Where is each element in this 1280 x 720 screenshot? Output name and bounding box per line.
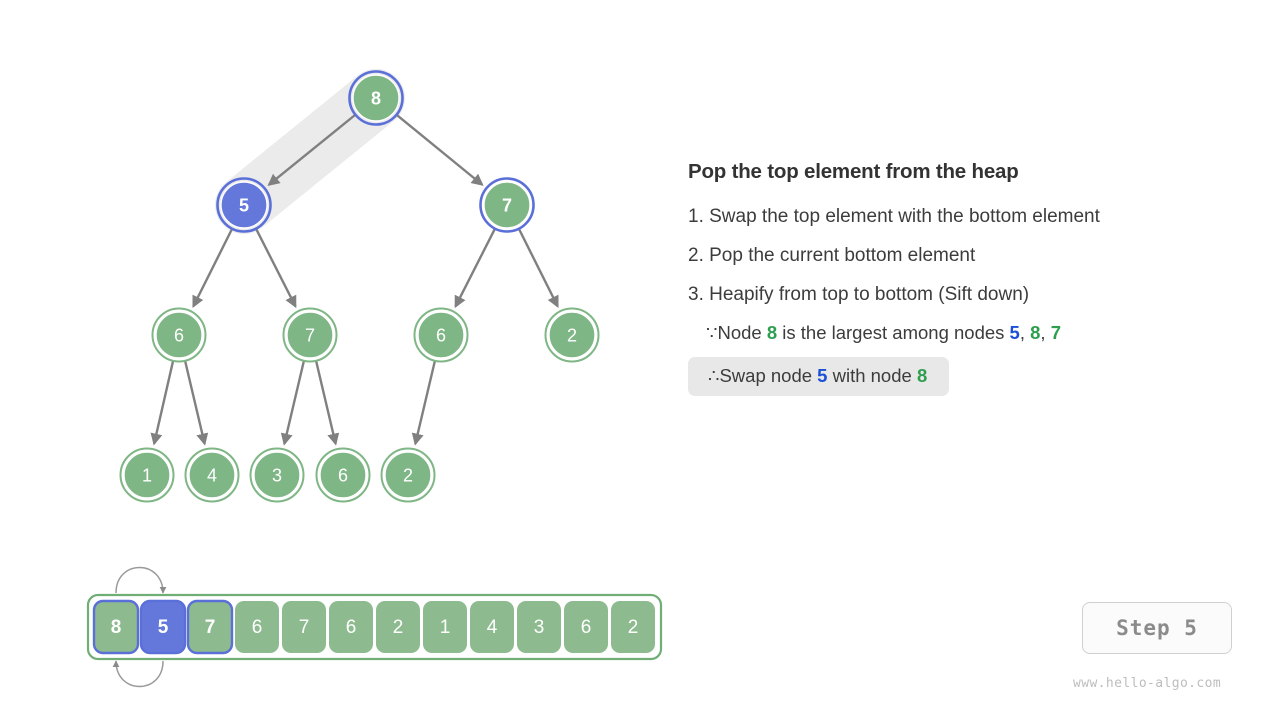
array-cell: 3 <box>517 601 561 653</box>
array-cell: 4 <box>470 601 514 653</box>
reason-value-1: 8 <box>766 322 778 343</box>
therefore-symbol: ∴ <box>708 366 720 386</box>
tree-node-label: 1 <box>142 466 152 486</box>
array-cell-label: 6 <box>581 617 592 638</box>
array-cell: 6 <box>564 601 608 653</box>
tree-node-label: 4 <box>207 466 217 486</box>
array-representation: 8 5 7 6 7 6 2 1 4 3 6 2 <box>86 593 663 661</box>
tree-node: 7 <box>282 307 338 363</box>
instruction-step-3: 3. Heapify from top to bottom (Sift down… <box>688 284 1030 305</box>
conclusion-row: ∴Swap node 5 with node 8 <box>688 351 1248 396</box>
explanation-panel: Pop the top element from the heap 1. Swa… <box>688 160 1248 396</box>
tree-node-label: 3 <box>272 466 282 486</box>
array-cell-label: 3 <box>534 617 545 638</box>
conclusion-text-a: Swap node <box>719 365 818 386</box>
array-cell-label: 7 <box>205 617 216 638</box>
tree-node: 3 <box>249 447 305 503</box>
tree-nodes: 8 5 7 6 7 6 2 1 4 3 6 2 <box>119 70 600 503</box>
page-title: Pop the top element from the heap <box>688 160 1019 183</box>
heap-figure-canvas: 8 5 7 6 7 6 2 1 4 3 6 2 8 5 7 6 7 6 2 1 4 3 6 2 <box>86 69 663 688</box>
array-cell-label: 8 <box>111 617 122 638</box>
reason-value-4: 7 <box>1050 322 1061 343</box>
tree-node: 6 <box>315 447 371 503</box>
tree-node-label: 2 <box>567 326 577 346</box>
because-symbol: ∵ <box>706 323 718 343</box>
reason-value-2: 5 <box>1009 322 1020 343</box>
array-cell: 8 <box>92 599 140 655</box>
array-cell: 7 <box>282 601 326 653</box>
tree-edges <box>150 114 559 446</box>
array-cell-label: 2 <box>393 617 404 638</box>
array-cell-label: 6 <box>346 617 357 638</box>
tree-node-label: 6 <box>338 466 348 486</box>
array-cell-label: 5 <box>158 617 169 638</box>
tree-node: 6 <box>413 307 469 363</box>
array-swap-arrows <box>112 566 167 688</box>
array-cell-label: 4 <box>487 617 498 638</box>
conclusion-text-b: with node <box>827 365 917 386</box>
array-cell: 1 <box>423 601 467 653</box>
tree-node: 2 <box>380 447 436 503</box>
array-cell: 2 <box>611 601 655 653</box>
tree-node: 7 <box>479 177 535 233</box>
tree-node-label: 6 <box>436 326 446 346</box>
tree-node: 8 <box>348 70 404 126</box>
array-cell: 6 <box>329 601 373 653</box>
tree-node: 4 <box>184 447 240 503</box>
tree-node: 6 <box>151 307 207 363</box>
conclusion-therefore-line: ∴Swap node 5 with node 8 <box>688 357 950 396</box>
tree-node-label: 8 <box>371 89 381 109</box>
array-cell: 2 <box>376 601 420 653</box>
reason-because-line: ∵Node 8 is the largest among nodes 5, 8,… <box>688 315 1061 351</box>
tree-node: 2 <box>544 307 600 363</box>
instruction-step-1: 1. Swap the top element with the bottom … <box>688 206 1100 227</box>
instruction-step-2: 2. Pop the current bottom element <box>688 245 976 266</box>
tree-node: 1 <box>119 447 175 503</box>
reason-row: ∵Node 8 is the largest among nodes 5, 8,… <box>688 315 1248 351</box>
tree-node-label: 2 <box>403 466 413 486</box>
conclusion-value-1: 5 <box>817 365 828 386</box>
tree-node: 5 <box>216 177 272 233</box>
reason-value-3: 8 <box>1030 322 1041 343</box>
array-cell: 5 <box>139 599 187 655</box>
array-cell-label: 1 <box>440 617 451 638</box>
reason-sep-2: , <box>1040 322 1051 343</box>
watermark: www.hello-algo.com <box>1073 676 1222 691</box>
tree-node-label: 7 <box>502 196 512 216</box>
array-cell: 7 <box>186 599 234 655</box>
conclusion-value-2: 8 <box>916 365 928 386</box>
heap-tree-and-array-svg: 8 5 7 6 7 6 2 1 4 3 6 2 8 5 7 6 7 6 2 1 4 3 6 2 <box>86 69 663 688</box>
tree-node-label: 7 <box>305 326 315 346</box>
tree-node-label: 5 <box>239 196 249 216</box>
reason-text-a: Node <box>717 322 767 343</box>
reason-text-b: is the largest among nodes <box>777 322 1010 343</box>
tree-node-label: 6 <box>174 326 184 346</box>
reason-sep-1: , <box>1019 322 1031 343</box>
array-cell: 6 <box>235 601 279 653</box>
array-cell-label: 7 <box>299 617 310 638</box>
array-cell-label: 6 <box>252 617 263 638</box>
step-badge: Step 5 <box>1082 602 1232 654</box>
array-cell-label: 2 <box>628 617 639 638</box>
